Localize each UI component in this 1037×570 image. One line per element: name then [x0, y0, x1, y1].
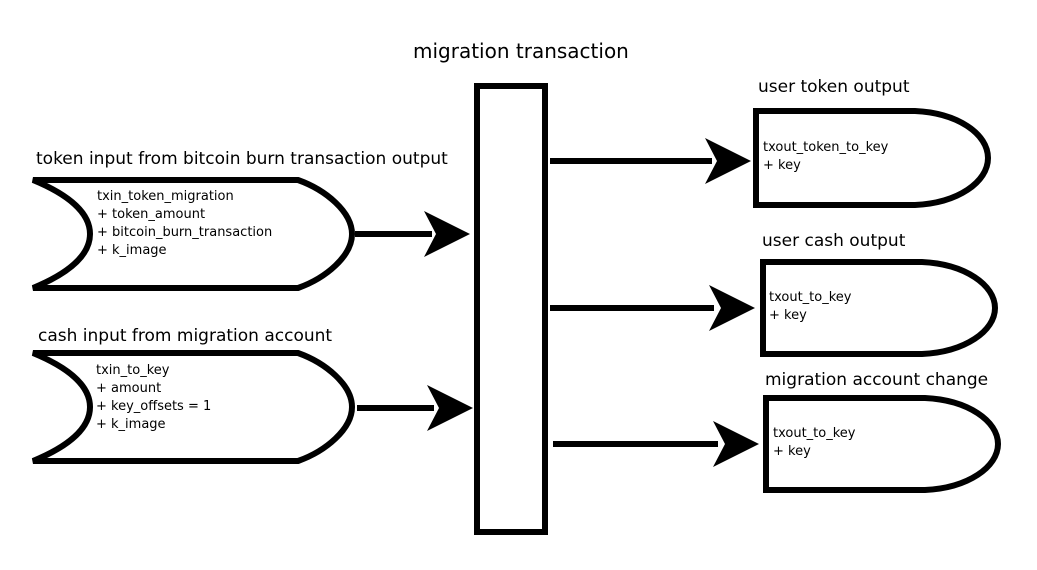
cash-input-line: txin_to_key: [96, 363, 170, 378]
output-shape-cash: [760, 259, 999, 357]
cash-output-line: txout_to_key: [769, 290, 852, 305]
cash-input-line: + key_offsets = 1: [96, 399, 212, 414]
arrow-cash-output-head: [709, 285, 755, 331]
change-output-line: txout_to_key: [773, 426, 856, 441]
token-output-text: txout_token_to_key + key: [763, 139, 888, 175]
token-output-line: txout_token_to_key: [763, 140, 889, 155]
input-shape-cash: [31, 350, 356, 464]
token-input-line: + k_image: [97, 243, 167, 258]
change-output-title: migration account change: [765, 370, 989, 390]
cash-output-text: txout_to_key + key: [769, 289, 852, 325]
token-input-text: txin_token_migration + token_amount + bi…: [97, 188, 272, 260]
cash-output-title: user cash output: [762, 231, 906, 251]
cash-input-title: cash input from migration account: [38, 326, 333, 346]
cash-output-line: + key: [769, 308, 807, 323]
arrow-cash-input-head: [427, 385, 473, 431]
cash-input-line: + k_image: [96, 417, 166, 432]
cash-input-text: txin_to_key + amount + key_offsets = 1 +…: [96, 362, 211, 434]
output-shape-change: [763, 395, 1002, 493]
token-input-line: + token_amount: [97, 207, 206, 222]
token-output-line: + key: [763, 158, 801, 173]
arrow-change-output-head: [713, 421, 759, 467]
change-output-text: txout_to_key + key: [773, 425, 856, 461]
cash-input-line: + amount: [96, 381, 162, 396]
token-input-title: token input from bitcoin burn transactio…: [36, 149, 448, 169]
diagram-title: migration transaction: [413, 39, 629, 63]
input-shape-token: [31, 177, 356, 291]
arrow-token-output-head: [705, 138, 751, 184]
token-input-line: + bitcoin_burn_transaction: [97, 225, 273, 240]
change-output-line: + key: [773, 444, 811, 459]
token-input-line: txin_token_migration: [97, 189, 234, 204]
transaction-bar: [474, 83, 548, 535]
arrow-token-input-head: [424, 211, 470, 257]
token-output-title: user token output: [758, 77, 910, 97]
output-shape-token: [753, 108, 992, 208]
